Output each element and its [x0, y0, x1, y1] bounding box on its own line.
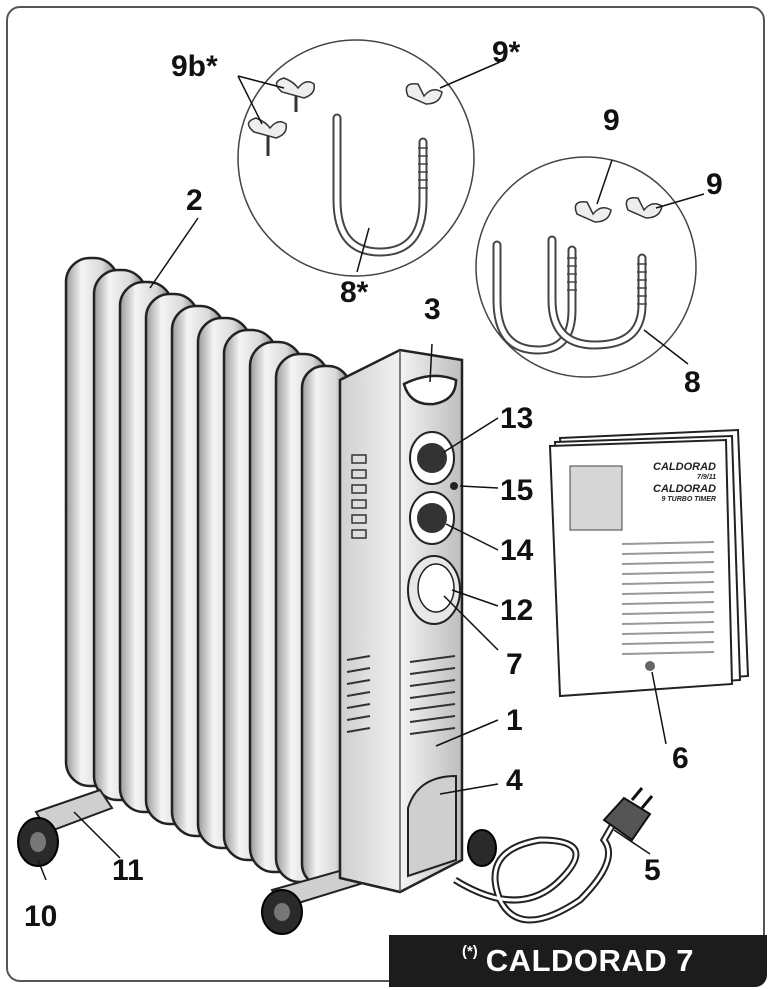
callout-9-right: 9	[706, 168, 723, 201]
callout-7: 7	[506, 648, 523, 681]
detail-circle-standard	[475, 156, 705, 378]
callout-14: 14	[500, 534, 534, 567]
instruction-manual: CALDORAD 7/9/11 CALDORAD 9 TURBO TIMER	[548, 428, 750, 698]
manual-title-2: CALDORAD	[653, 483, 716, 495]
callout-5: 5	[644, 854, 661, 887]
leader-lines	[37, 217, 667, 881]
callout-8: 8	[684, 366, 701, 399]
control-housing	[338, 348, 464, 894]
callout-9b-star: 9b*	[171, 50, 218, 83]
power-cord	[453, 787, 654, 924]
manual-title-1: CALDORAD	[653, 461, 716, 473]
callout-3: 3	[424, 293, 441, 326]
callout-13: 13	[500, 402, 534, 435]
heater-fins	[64, 256, 352, 888]
callout-9-star: 9*	[492, 36, 521, 69]
callout-15: 15	[500, 474, 534, 507]
callout-6: 6	[672, 742, 689, 775]
callout-11: 11	[112, 854, 144, 887]
callout-2: 2	[186, 184, 203, 217]
callout-1: 1	[506, 704, 523, 737]
callout-12: 12	[500, 594, 534, 627]
callout-9-left: 9	[603, 104, 620, 137]
callout-10: 10	[24, 900, 58, 933]
model-banner: (*) CALDORAD 7	[389, 935, 767, 987]
callout-8-star: 8*	[340, 276, 369, 309]
banner-marker: (*)	[461, 942, 478, 960]
banner-label: CALDORAD 7	[485, 943, 695, 978]
callout-4: 4	[506, 764, 523, 797]
manual-title-1-sub: 7/9/11	[697, 474, 716, 481]
detail-circle-caldorad7	[237, 39, 501, 277]
feet-and-wheels	[17, 788, 497, 935]
manual-title-2-sub: 9 TURBO TIMER	[662, 496, 716, 503]
